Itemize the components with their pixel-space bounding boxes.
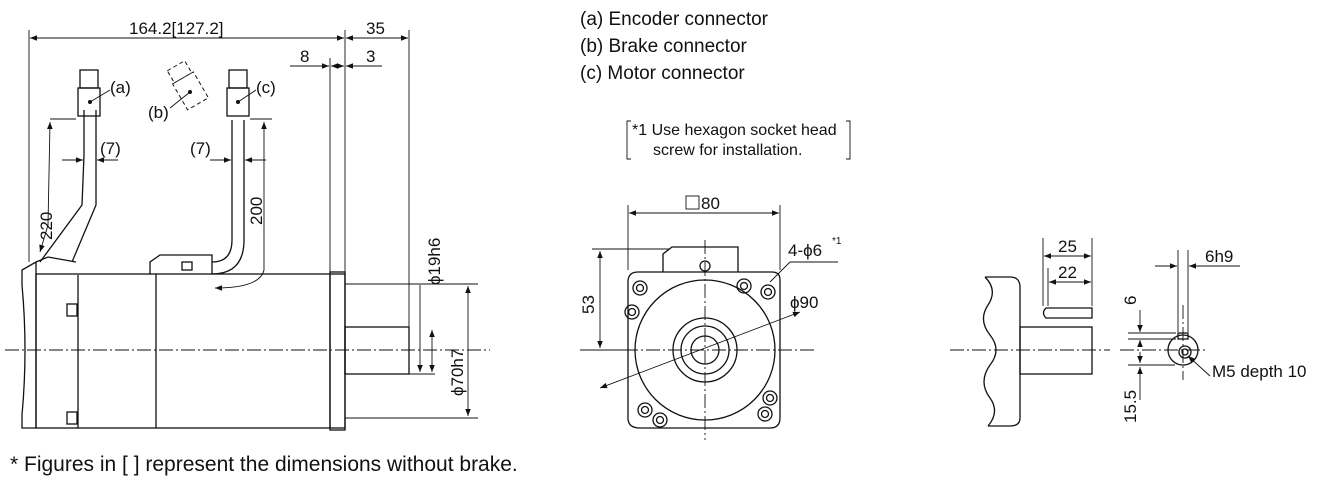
legend-brake: (b) Brake connector xyxy=(580,36,748,57)
shaft-detail: 25 22 6h9 6 15.5 M5 depth 10 xyxy=(950,237,1307,427)
side-view: (a) (b) (c) 164.2[127.2] 35 8 3 220 (7) … xyxy=(5,19,490,431)
legend-motor: (c) Motor connector xyxy=(580,63,745,84)
installation-note: *1 Use hexagon socket head screw for ins… xyxy=(626,120,851,160)
dim-pcd: ϕ90 xyxy=(790,293,818,312)
dim-key-25: 25 xyxy=(1058,237,1077,256)
dim-key-width: 6h9 xyxy=(1205,247,1233,266)
detail-shaft xyxy=(1019,326,1093,375)
flange-break xyxy=(982,276,997,427)
dim-holes: 4-ϕ6 xyxy=(788,241,822,260)
legend-encoder: (a) Encoder connector xyxy=(580,9,769,30)
dim-height-53: 53 xyxy=(579,295,598,314)
dim-cable-a-dia: (7) xyxy=(100,139,121,158)
dim-cable-c-length: 200 xyxy=(247,197,266,225)
dim-8: 8 xyxy=(300,47,309,66)
dim-height-15-5: 15.5 xyxy=(1121,390,1140,423)
mounting-holes xyxy=(624,278,778,428)
dim-key-6: 6 xyxy=(1121,296,1140,305)
label-b: (b) xyxy=(148,103,169,122)
shaft xyxy=(344,326,410,375)
flange xyxy=(329,271,346,431)
front-view: 80 53 4-ϕ6 *1 ϕ90 xyxy=(579,194,842,440)
cable-encoder xyxy=(39,110,85,263)
encoder-cover xyxy=(21,261,37,429)
dim-tap: M5 depth 10 xyxy=(1212,362,1307,381)
square-symbol xyxy=(685,195,700,210)
dim-cable-c-dia: (7) xyxy=(190,139,211,158)
note-line-2: screw for installation. xyxy=(653,142,802,159)
flange-square xyxy=(627,271,781,429)
label-a: (a) xyxy=(110,78,131,97)
dim-shaft-length: 35 xyxy=(366,19,385,38)
dim-cable-a-length: 220 xyxy=(37,212,56,240)
key xyxy=(1042,307,1093,319)
footnote: * Figures in [ ] represent the dimension… xyxy=(10,453,518,476)
dim-holes-sup: *1 xyxy=(832,236,842,247)
connector-b xyxy=(166,60,210,111)
motor-body xyxy=(35,273,346,429)
cable-motor xyxy=(211,120,233,263)
dim-key-22: 22 xyxy=(1058,263,1077,282)
note-line-1: *1 Use hexagon socket head xyxy=(632,122,837,139)
dim-3: 3 xyxy=(366,47,375,66)
dim-square: 80 xyxy=(701,194,720,213)
dim-spigot-dia: ϕ70h7 xyxy=(448,349,467,396)
dim-shaft-dia: ϕ19h6 xyxy=(425,238,444,285)
front-connector xyxy=(662,246,739,272)
dim-overall-length: 164.2[127.2] xyxy=(129,19,224,38)
connector-mount xyxy=(149,254,213,274)
label-c: (c) xyxy=(256,78,276,97)
